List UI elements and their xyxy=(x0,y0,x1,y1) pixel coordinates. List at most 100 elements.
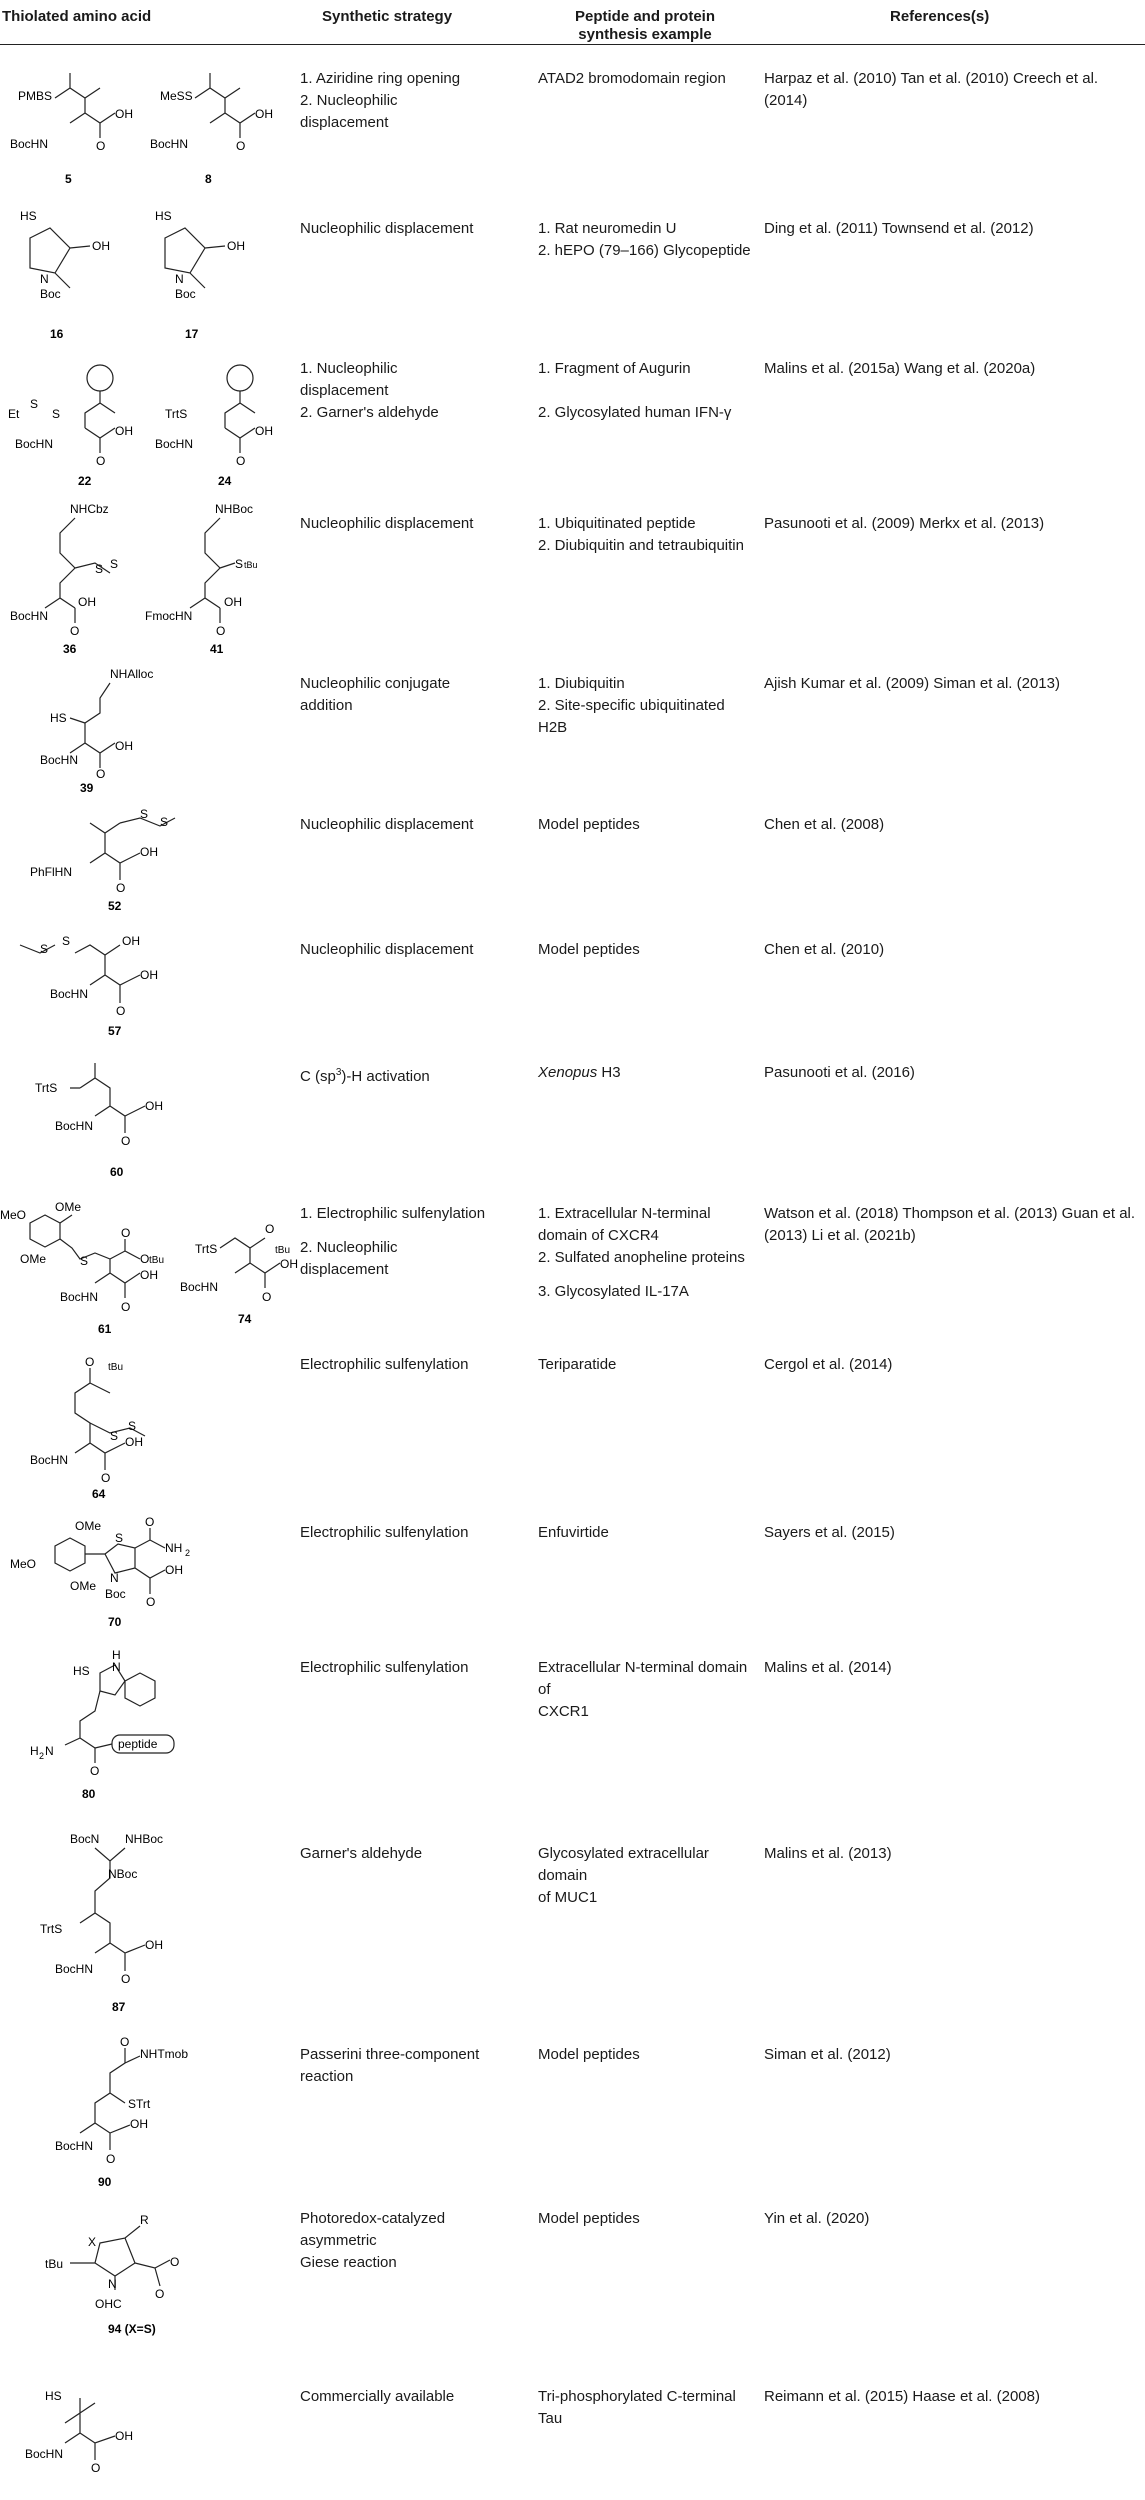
strategy-cell: Photoredox-catalyzed asymmetric Giese re… xyxy=(300,2210,446,2271)
compound-label: 80 xyxy=(82,1787,96,1801)
table-row: S S OH BocHN OH O 57 Nucleophilic displa… xyxy=(0,923,1145,1048)
svg-text:N: N xyxy=(112,1660,121,1674)
svg-text:BocHN: BocHN xyxy=(150,137,188,151)
svg-text:HS: HS xyxy=(20,209,37,223)
svg-text:N: N xyxy=(108,2277,117,2291)
svg-text:OH: OH xyxy=(140,1268,158,1282)
compound-label: 87 xyxy=(112,2000,126,2014)
svg-text:O: O xyxy=(216,624,225,638)
table-row: BocN NHBoc NBoc TrtS BocHN OH O 87 Garne… xyxy=(0,1823,1145,2028)
svg-text:OH: OH xyxy=(140,968,158,982)
svg-text:S: S xyxy=(160,815,168,829)
compound-label: 90 xyxy=(98,2175,112,2189)
svg-text:BocHN: BocHN xyxy=(40,753,78,767)
structure-5-8: PMBS BocHN OH O MeSS BocHN OH O 5 8 xyxy=(10,73,273,186)
svg-text:OH: OH xyxy=(115,424,133,438)
svg-text:O: O xyxy=(265,1222,274,1236)
compound-label: 22 xyxy=(78,474,92,488)
svg-text:OH: OH xyxy=(165,1563,183,1577)
svg-text:N: N xyxy=(175,272,184,286)
header-peptide-example: Peptide and protein synthesis example xyxy=(574,8,715,43)
svg-text:N: N xyxy=(110,1571,119,1585)
svg-text:O: O xyxy=(106,2152,115,2166)
compound-label: 16 xyxy=(50,327,64,341)
references-cell: Sayers et al. (2015) xyxy=(764,1524,895,1541)
svg-text:tBu: tBu xyxy=(149,1255,164,1266)
svg-text:H: H xyxy=(30,1744,39,1758)
references-cell: Malins et al. (2013) xyxy=(764,1845,892,1862)
structure-57: S S OH BocHN OH O 57 xyxy=(19,934,158,1038)
svg-text:MeO: MeO xyxy=(10,1557,36,1571)
strategy-cell: Nucleophilic displacement xyxy=(300,220,474,237)
svg-text:N: N xyxy=(40,272,49,286)
strategy-cell: 1. Nucleophilic displacement 2. Garner's… xyxy=(300,360,439,421)
structure-60: TrtS BocHN OH O 60 xyxy=(35,1063,163,1179)
compound-label: 74 xyxy=(238,1312,252,1326)
svg-text:S: S xyxy=(235,557,243,571)
svg-text:O: O xyxy=(70,624,79,638)
svg-text:HS: HS xyxy=(73,1664,90,1678)
structure-94: X R N tBu O O OHC 94 (X=S) xyxy=(45,2213,179,2336)
svg-text:NHCbz: NHCbz xyxy=(70,502,109,516)
table-row: TrtS BocHN OH O 60 C (sp3)-H activation … xyxy=(0,1048,1145,1193)
svg-text:O: O xyxy=(101,1471,110,1485)
structure-39: NHAlloc HS BocHN OH O 39 xyxy=(40,667,153,795)
references-cell: Ding et al. (2011) Townsend et al. (2012… xyxy=(764,220,1034,237)
svg-text:O: O xyxy=(96,139,105,153)
svg-text:OMe: OMe xyxy=(20,1252,46,1266)
svg-text:O: O xyxy=(262,1290,271,1304)
header-synthetic-strategy: Synthetic strategy xyxy=(322,8,453,25)
peptide-cell: Xenopus H3 xyxy=(538,1064,621,1081)
strategy-cell: Garner's aldehyde xyxy=(300,1845,423,1862)
svg-text:O: O xyxy=(121,1134,130,1148)
strategy-cell: Nucleophilic displacement xyxy=(300,941,474,958)
svg-text:FmocHN: FmocHN xyxy=(145,609,192,623)
strategy-cell: Electrophilic sulfenylation xyxy=(300,1356,469,1373)
strategy-cell: Nucleophilic conjugate addition xyxy=(300,675,451,714)
svg-text:S: S xyxy=(80,1254,88,1268)
svg-text:NHBoc: NHBoc xyxy=(215,502,253,516)
strategy-cell: 1. Aziridine ring opening 2. Nucleophili… xyxy=(300,70,461,131)
strategy-cell: Commercially available xyxy=(300,2388,455,2405)
structure-64: O tBu S S BocHN OH O 64 xyxy=(30,1355,146,1501)
references-cell: Cergol et al. (2014) xyxy=(764,1356,893,1373)
svg-text:BocHN: BocHN xyxy=(15,437,53,451)
svg-text:BocHN: BocHN xyxy=(55,1962,93,1976)
svg-text:S: S xyxy=(128,1419,136,1433)
svg-text:O: O xyxy=(91,2461,100,2475)
svg-text:PhFlHN: PhFlHN xyxy=(30,865,72,879)
svg-text:HS: HS xyxy=(45,2389,62,2403)
svg-text:BocHN: BocHN xyxy=(25,2447,63,2461)
compound-label: 5 xyxy=(65,172,72,186)
table-row: S S PhFlHN OH O 52 Nucleophilic displace… xyxy=(0,798,1145,923)
peptide-cell: Model peptides xyxy=(538,816,640,833)
peptide-cell: 1. Diubiquitin 2. Site-specific ubiquiti… xyxy=(538,675,725,736)
strategy-cell: C (sp3)-H activation xyxy=(300,1067,430,1085)
structure-80: HS H N H 2 N O peptide 80 xyxy=(30,1648,175,1801)
svg-text:OH: OH xyxy=(145,1099,163,1113)
table-row: O tBu S S BocHN OH O 64 Electrophilic su… xyxy=(0,1348,1145,1508)
structure-87: BocN NHBoc NBoc TrtS BocHN OH O 87 xyxy=(40,1832,163,2014)
svg-text:H: H xyxy=(112,1648,121,1662)
svg-text:O: O xyxy=(236,454,245,468)
svg-text:BocHN: BocHN xyxy=(10,137,48,151)
compound-label: 60 xyxy=(110,1165,124,1179)
references-cell: Siman et al. (2012) xyxy=(764,2046,891,2063)
svg-text:OMe: OMe xyxy=(75,1519,101,1533)
svg-text:Boc: Boc xyxy=(175,287,196,301)
table-row: O NHTmob STrt BocHN OH O 90 Passerini th… xyxy=(0,2028,1145,2208)
svg-text:Et: Et xyxy=(8,407,20,421)
svg-text:OH: OH xyxy=(130,2117,148,2131)
svg-text:HS: HS xyxy=(155,209,172,223)
peptide-cell: Enfuvirtide xyxy=(538,1524,609,1541)
svg-text:TrtS: TrtS xyxy=(195,1242,217,1256)
svg-text:NH: NH xyxy=(165,1541,182,1555)
svg-text:O: O xyxy=(121,1300,130,1314)
peptide-cell: Model peptides xyxy=(538,2046,640,2063)
compound-label: 57 xyxy=(108,1024,122,1038)
svg-text:R: R xyxy=(140,2213,149,2227)
peptide-cell: Glycosylated extracellular domain of MUC… xyxy=(538,1845,709,1906)
svg-text:NHBoc: NHBoc xyxy=(125,1832,163,1846)
svg-text:S: S xyxy=(62,934,70,948)
